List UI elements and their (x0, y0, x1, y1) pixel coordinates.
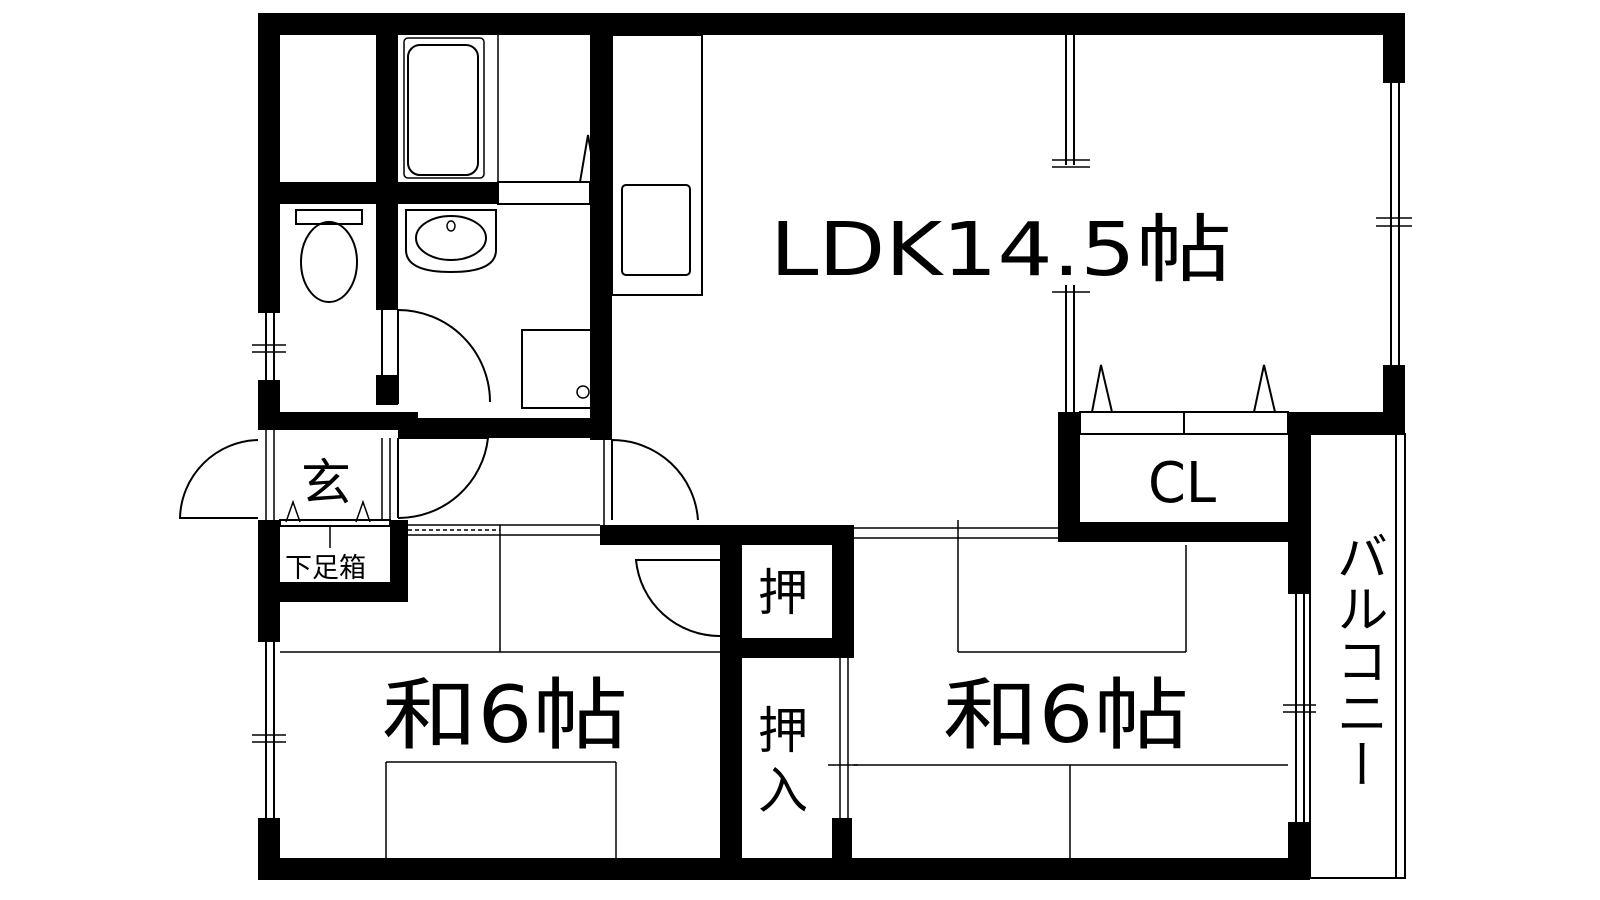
genkan-label: 玄 (301, 454, 351, 512)
oshi-label: 押 (758, 564, 808, 622)
washitsu-right-label: 和6帖 (943, 671, 1189, 761)
closet-label: CL (1148, 451, 1216, 516)
getabako-box (280, 548, 386, 582)
fixtures (178, 34, 1412, 879)
oshiire-label-1: 押 (758, 702, 808, 760)
walls (258, 13, 1405, 880)
washitsu-left-label: 和6帖 (382, 671, 628, 761)
ldk-label: LDK14.5帖 (770, 207, 1232, 293)
oshiire-label-2: 入 (758, 762, 808, 820)
balcony-label: バルコニー (1327, 530, 1387, 790)
getabako-label: 下足箱 (285, 553, 366, 584)
